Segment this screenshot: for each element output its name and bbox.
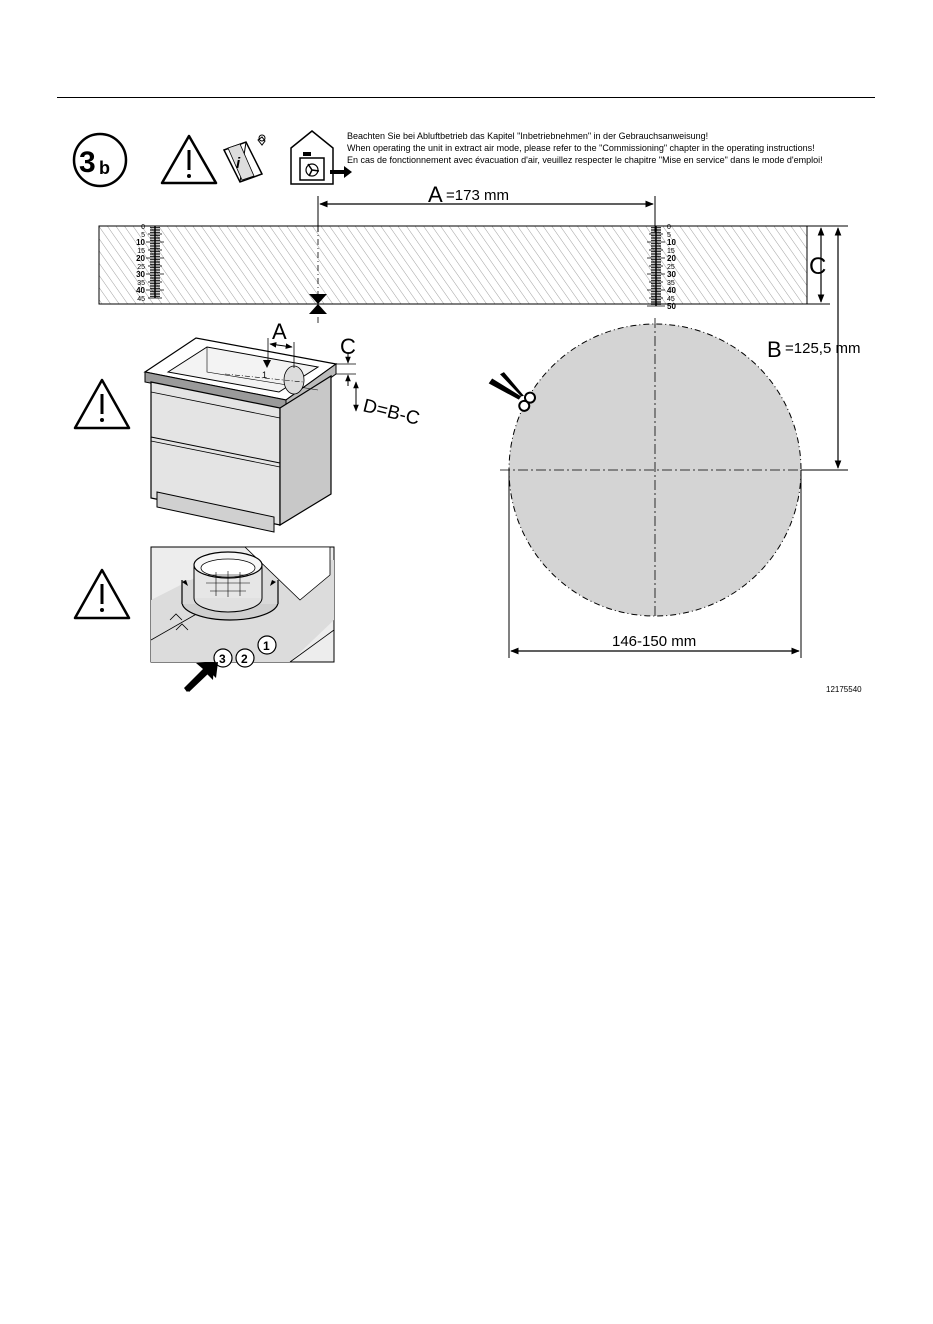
dim-a-letter: A bbox=[428, 182, 443, 207]
dim-b-letter: B bbox=[767, 337, 782, 362]
dim-a-value: =173 mm bbox=[446, 187, 509, 204]
scale-tick-label: 10 bbox=[136, 238, 145, 247]
scale-tick-label: 15 bbox=[667, 248, 675, 255]
scale-tick-label: 5 bbox=[141, 232, 145, 239]
cabinet-dim-c: C bbox=[340, 334, 356, 359]
diameter-label: 146-150 mm bbox=[612, 633, 696, 650]
scale-tick-label: 20 bbox=[136, 254, 145, 263]
scale-tick-label: 25 bbox=[137, 264, 145, 271]
scale-tick-label: 5 bbox=[667, 232, 671, 239]
diameter-dimension: 146-150 mm bbox=[508, 472, 802, 658]
scale-tick-label: 15 bbox=[137, 248, 145, 255]
scale-tick-label: 20 bbox=[667, 254, 676, 263]
cabinet-dim-a: A bbox=[272, 319, 287, 344]
scale-tick-label: 25 bbox=[667, 264, 675, 271]
figure-id: 12175540 bbox=[826, 685, 862, 694]
read-instructions-icon: i bbox=[222, 134, 266, 183]
step-badge: 3 b bbox=[72, 132, 128, 188]
scale-tick-label: 35 bbox=[667, 280, 675, 287]
step-number: 3 bbox=[79, 146, 96, 179]
scale-tick-label: 50 bbox=[667, 302, 676, 311]
scale-tick-label: 30 bbox=[136, 270, 145, 279]
callout-2: 2 bbox=[241, 652, 248, 666]
cutout-circle bbox=[500, 318, 812, 617]
warning-icon bbox=[160, 134, 218, 185]
notice-fr: En cas de fonctionnement avec évacuation… bbox=[347, 155, 823, 165]
cabinet-dimension-d: D=B-C bbox=[353, 381, 422, 430]
scale-tick-label: 40 bbox=[667, 286, 676, 295]
scale-tick-label: 45 bbox=[137, 296, 145, 303]
dimension-c: C bbox=[807, 225, 848, 305]
callout-3: 3 bbox=[219, 652, 226, 666]
step-suffix: b bbox=[99, 158, 110, 178]
notice-en: When operating the unit in extract air m… bbox=[347, 143, 815, 153]
cabinet-dimension-c: C bbox=[336, 334, 356, 386]
cabinet-dimension-a: A 1 bbox=[262, 319, 295, 380]
callout-1: 1 bbox=[263, 639, 270, 653]
header-rule bbox=[57, 97, 875, 98]
scale-tick-label: 30 bbox=[667, 270, 676, 279]
scale-tick-label: 35 bbox=[137, 280, 145, 287]
scale-tick-label: 0 bbox=[141, 224, 145, 231]
cabinet-illustration bbox=[143, 337, 338, 533]
warning-icon bbox=[73, 378, 131, 430]
extract-air-mode-icon bbox=[290, 130, 352, 185]
cabinet-dim-d-formula: D=B-C bbox=[361, 395, 422, 429]
cabinet-callout-1: 1 bbox=[262, 370, 267, 380]
scale-tick-label: 40 bbox=[136, 286, 145, 295]
duct-connection-detail: 1 2 3 bbox=[150, 546, 335, 668]
notice-de: Beachten Sie bei Abluftbetrieb das Kapit… bbox=[347, 131, 708, 141]
pointer-arrow-icon bbox=[184, 662, 218, 692]
scale-tick-label: 0 bbox=[667, 224, 671, 231]
dimension-a: A =173 mm bbox=[317, 182, 656, 232]
scissors-icon bbox=[488, 372, 536, 412]
dim-c-letter: C bbox=[809, 253, 826, 280]
warning-icon bbox=[73, 568, 131, 620]
scale-tick-label: 45 bbox=[667, 296, 675, 303]
scale-tick-label: 10 bbox=[667, 238, 676, 247]
svg-text:i: i bbox=[236, 155, 241, 172]
dim-b-value: =125,5 mm bbox=[785, 340, 860, 357]
